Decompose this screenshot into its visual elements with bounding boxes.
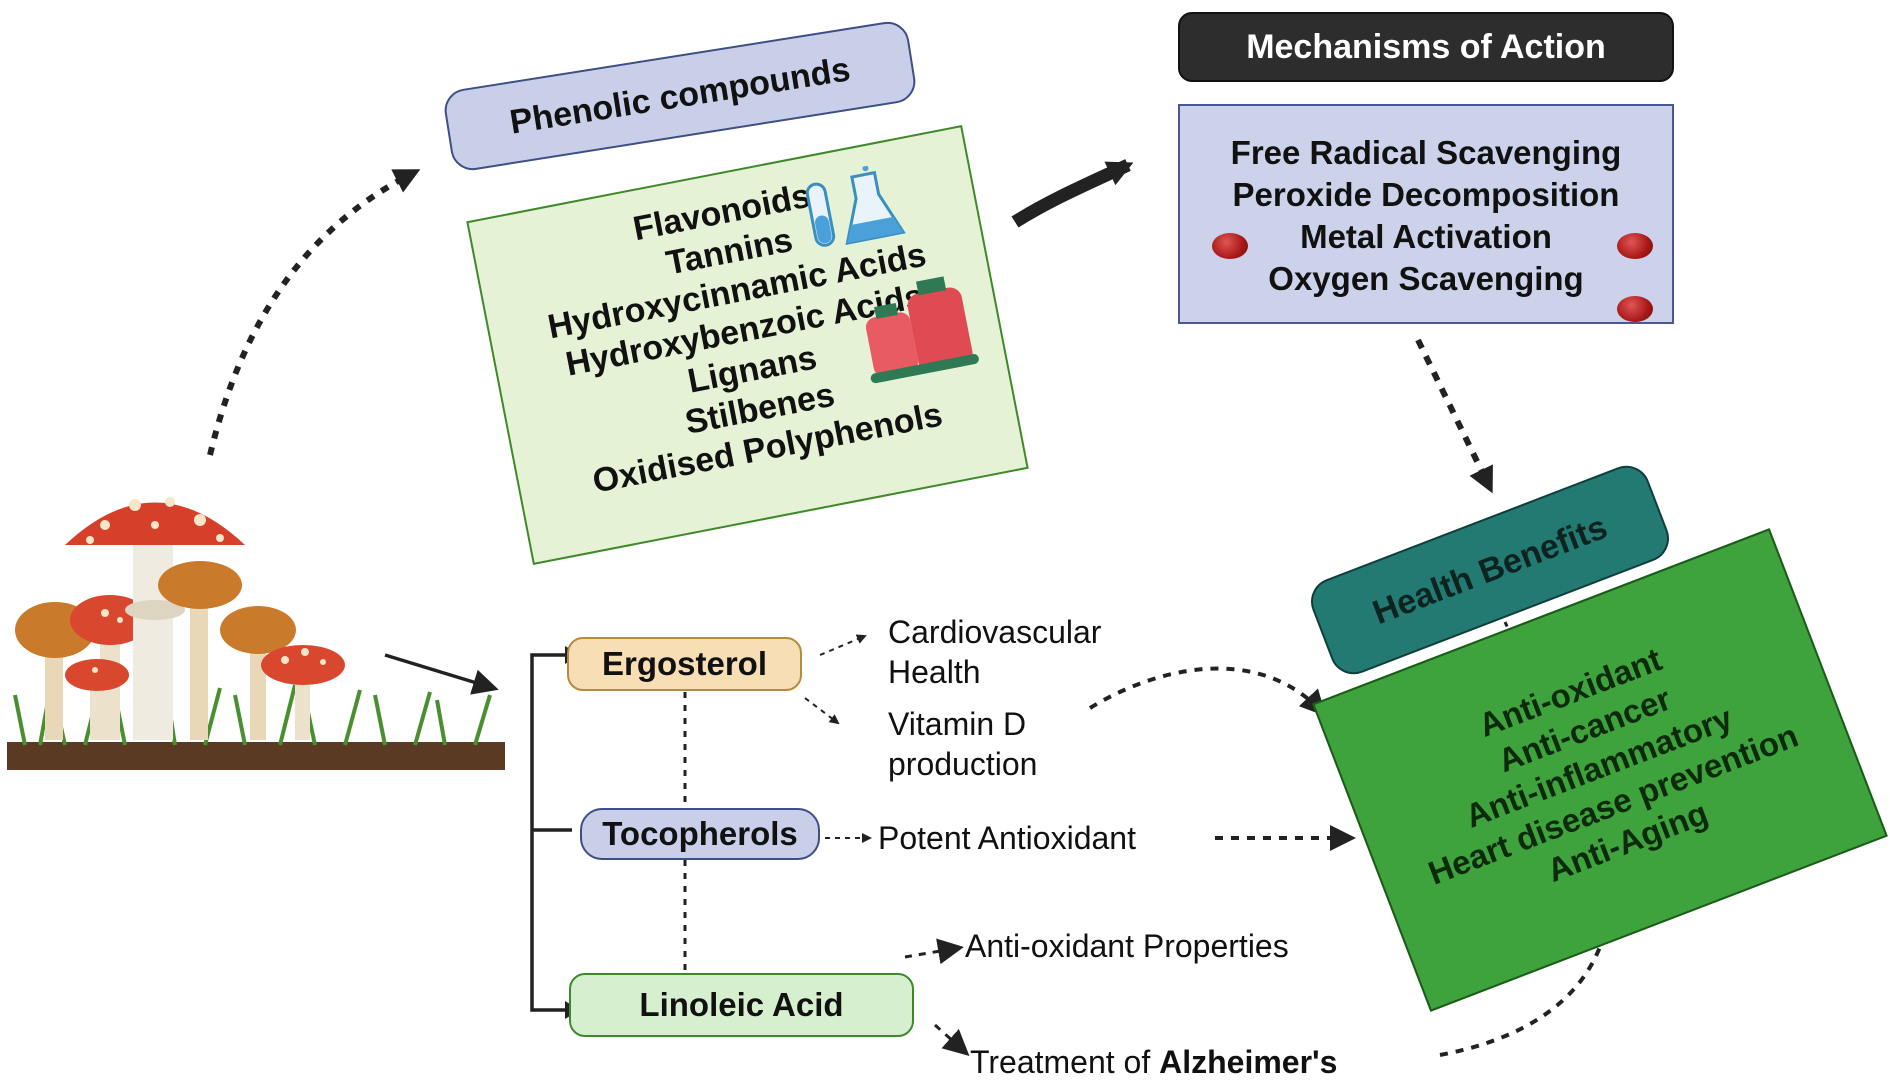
linoleic-acid-label: Linoleic Acid bbox=[639, 986, 844, 1023]
mechanisms-list: Free Radical Scavenging Peroxide Decompo… bbox=[1180, 132, 1672, 300]
arrow-mechanisms-to-health bbox=[1415, 338, 1493, 494]
list-item: Oxygen Scavenging bbox=[1268, 260, 1584, 297]
cardiovascular-health-label: Cardiovascular Health bbox=[888, 614, 1102, 690]
arrow-mushroom-to-phenolic bbox=[207, 169, 421, 456]
tocopherols-label: Tocopherols bbox=[602, 815, 798, 852]
list-item: Peroxide Decomposition bbox=[1232, 176, 1620, 213]
red-particle-icon bbox=[1212, 233, 1248, 259]
list-item: Free Radical Scavenging bbox=[1230, 134, 1622, 171]
ergosterol-node: Ergosterol bbox=[567, 637, 802, 691]
red-particle-icon bbox=[1617, 296, 1653, 322]
mushroom-cluster-icon bbox=[7, 497, 505, 770]
mechanisms-box: Free Radical Scavenging Peroxide Decompo… bbox=[1178, 104, 1674, 324]
antioxidant-properties-label: Anti-oxidant Properties bbox=[965, 928, 1289, 964]
arrow-mushroom-to-compounds bbox=[384, 653, 499, 695]
mechanisms-header: Mechanisms of Action bbox=[1178, 12, 1674, 82]
arrow-phenolic-to-mechanisms bbox=[1011, 159, 1134, 228]
flask-icon bbox=[805, 165, 906, 247]
red-particle-icon bbox=[1617, 233, 1653, 259]
ergosterol-label: Ergosterol bbox=[601, 645, 768, 682]
linoleic-acid-node: Linoleic Acid bbox=[569, 973, 914, 1037]
potent-antioxidant-label: Potent Antioxidant bbox=[878, 820, 1136, 856]
list-item: Metal Activation bbox=[1300, 218, 1552, 255]
red-bottles-icon bbox=[865, 276, 979, 384]
mechanisms-title: Mechanisms of Action bbox=[1246, 27, 1606, 66]
phenolic-compounds-box: Flavonoids Tannins Hydroxycinnamic Acids… bbox=[466, 125, 1029, 565]
compound-bracket bbox=[530, 653, 572, 1012]
alzheimers-treatment-label: Treatment of Alzheimer's bbox=[970, 1044, 1338, 1080]
vitamin-d-production-label: Vitamin D production bbox=[888, 706, 1038, 782]
tocopherols-node: Tocopherols bbox=[580, 808, 820, 860]
